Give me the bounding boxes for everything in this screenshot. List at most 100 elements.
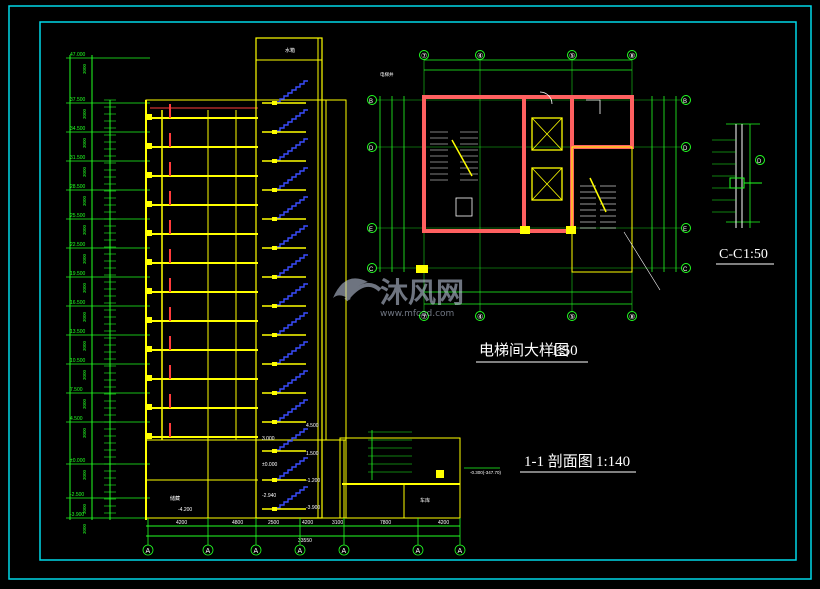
landing-block	[272, 217, 277, 221]
axis-bubble-label: A	[146, 548, 151, 555]
plan-axis-label-top: ④	[477, 52, 483, 60]
elevator-shaft-wall	[522, 95, 574, 233]
plan-axis-bubble-bottom	[475, 311, 485, 321]
section-level-label: 1.500	[306, 451, 319, 457]
detail-scale: 1:50	[743, 247, 768, 262]
plan-axis-label-top: ⑦	[421, 52, 427, 60]
bottom-dim-label: 3100	[332, 520, 343, 526]
plan-axis-label-bottom: ⑦	[421, 313, 427, 321]
section-level-label: ±0.000	[262, 462, 277, 468]
landing-block	[272, 246, 277, 250]
section-level-label: -1.200	[306, 478, 320, 484]
elevator-scale: 1:50	[551, 343, 578, 359]
annex-room-label: 车库	[420, 497, 430, 504]
floor-height-label: 3000	[82, 398, 87, 409]
stair-core-outline	[255, 37, 323, 519]
slab-end-block	[146, 346, 152, 352]
stair-flight	[276, 486, 308, 509]
elevation-level-label: ±0.000	[70, 458, 85, 464]
door-swing-line	[586, 99, 601, 114]
stair-flight	[276, 196, 308, 219]
landing-block	[272, 478, 277, 482]
plan-axis-label-right: B	[683, 99, 687, 105]
section-level-label: 4.500	[306, 423, 319, 429]
elevation-level-label: 34.500	[70, 126, 86, 132]
column-block	[566, 226, 576, 234]
stair-flight	[276, 138, 308, 161]
bottom-total-label: 33550	[298, 538, 312, 544]
annex-outline	[339, 437, 461, 519]
detail-axis-bubble	[755, 155, 765, 165]
plan-axis-bubble-left	[367, 142, 377, 152]
elevator-car	[531, 167, 563, 201]
plan-axis-bubble-top	[475, 50, 485, 60]
detail-axis-label: D	[757, 159, 762, 165]
axis-bubble	[412, 544, 424, 556]
plan-axis-bubble-right	[681, 95, 691, 105]
plan-axis-bubble-left	[367, 263, 377, 273]
section-view: 47.000 3000 37.500 3000 34.500 3000 31.500 3000…	[66, 37, 502, 556]
floor-height-label: 3000	[82, 137, 87, 148]
roof-tank-label: 水箱	[285, 47, 295, 54]
watermark-url: www.mfcad.com	[380, 309, 454, 319]
section-scale: 1:140	[596, 454, 630, 470]
stair-arrow-line	[451, 139, 473, 177]
elevation-level-label: 19.500	[70, 271, 86, 277]
slab-end-block	[146, 143, 152, 149]
stair-flight	[276, 370, 308, 393]
floor-height-label: 3000	[82, 253, 87, 264]
floor-height-label: 3000	[82, 282, 87, 293]
plan-axis-label-right: E	[683, 227, 687, 233]
floor-height-label: 3000	[82, 503, 87, 514]
plan-axis-bubble-right	[681, 142, 691, 152]
landing-block	[272, 159, 277, 163]
axis-bubble	[338, 544, 350, 556]
axis-bubble-label: A	[416, 548, 421, 555]
plan-axis-bubble-bottom	[567, 311, 577, 321]
slab-end-block	[146, 259, 152, 265]
elevation-level-label: 37.500	[70, 97, 86, 103]
plan-axis-label-top: ⑤	[569, 52, 575, 60]
landing-block	[272, 449, 277, 453]
note-leader-line	[623, 231, 661, 291]
machine-room-wall	[570, 95, 634, 149]
stair-flight	[276, 283, 308, 306]
slab-end-block	[146, 201, 152, 207]
plan-axis-label-top: ⑧	[629, 52, 635, 60]
bottom-dim-label: 4800	[232, 520, 243, 526]
elevator-title: 电梯间大样图	[479, 342, 569, 359]
axis-bubble-label: A	[298, 548, 303, 555]
floor-height-label: 3000	[82, 427, 87, 438]
elevation-level-label: 31.500	[70, 155, 86, 161]
bottom-dim-label: 7800	[380, 520, 391, 526]
landing-block	[272, 304, 277, 308]
floor-height-label: 3000	[82, 224, 87, 235]
stair-room-wall	[422, 95, 526, 233]
axis-bubble-label: A	[342, 548, 347, 555]
watermark: 沐风网 www.mfcad.com	[333, 276, 464, 319]
building-outline	[145, 99, 347, 441]
stair-flight	[276, 254, 308, 277]
annex-parapet-block	[436, 470, 444, 478]
stair-flight	[276, 399, 308, 422]
elevation-level-label: -3.900	[70, 512, 84, 518]
floor-height-label: 3000	[82, 311, 87, 322]
landing-block	[272, 188, 277, 192]
elevation-level-label: 47.000	[70, 52, 86, 58]
plan-axis-bubble-bottom	[419, 311, 429, 321]
basement-level-label: -4.200	[178, 507, 192, 513]
bottom-dim-label: 4200	[176, 520, 187, 526]
column-block	[416, 265, 428, 273]
floor-height-label: 3000	[82, 523, 87, 534]
axis-bubble-label: A	[458, 548, 463, 555]
plan-axis-bubble-left	[367, 223, 377, 233]
stair-flight	[276, 341, 308, 364]
plan-note-label: 电梯井	[380, 71, 394, 78]
slab-end-block	[146, 404, 152, 410]
slab-end-block	[146, 172, 152, 178]
inner-frame	[39, 21, 797, 561]
axis-bubble	[250, 544, 262, 556]
axis-bubble-label: A	[206, 548, 211, 555]
